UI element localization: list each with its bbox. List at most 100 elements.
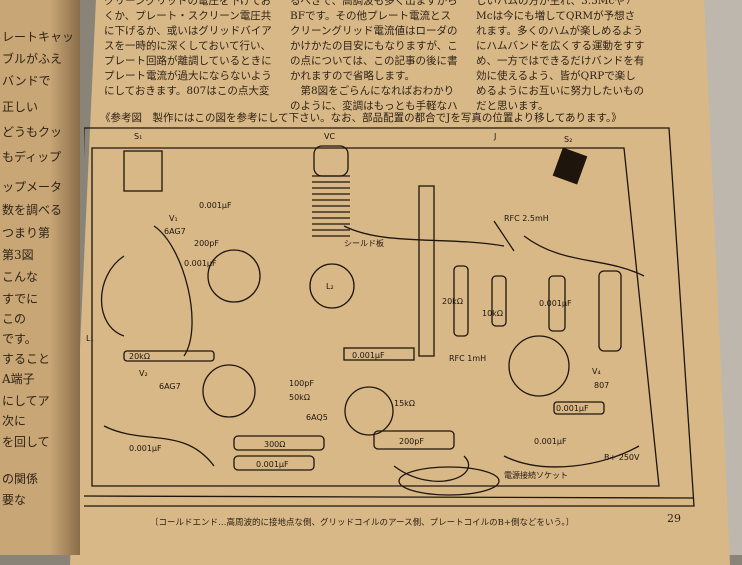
left-page [0,0,80,555]
resistor-20k [123,350,215,362]
capacitor [598,270,622,352]
left-text: 正しい [2,100,39,114]
left-text: つまり第 [2,226,51,240]
label-v4: V₄ [592,367,601,376]
label-rfc2: RFC 1mH [449,354,486,363]
text-line: れます。多くのハムが楽しめるよう [476,25,643,37]
text-column-3: しいハムの方が生れ、3.5Mcや7 Mcは今にも増してQRMが予想さ れます。多… [476,0,645,114]
label-c10: 0.001μF [556,404,589,413]
left-text: 次に [2,414,27,428]
label-c8: 0.001μF [352,351,385,360]
tube-v2 [202,364,256,418]
capacitor [548,275,566,332]
left-text: です。 [2,332,37,346]
label-s1: S₁ [134,132,142,141]
text-line: め、一方ではできるだけバンドを有 [476,55,645,67]
text-line: にハムバンドを広くする運動をすす [476,40,645,52]
coil-l2 [309,263,355,309]
label-v2-type: 6AG7 [159,382,181,391]
left-text: 数を調べる [2,203,63,217]
label-rfc1: RFC 2.5mH [504,214,549,223]
text-line: BFです。その他プレート電流とス [290,10,451,22]
text-line: るべきで、高調波も多く出ますから [290,0,458,7]
text-line: のように、変調はもっとも手軽なハ [290,100,458,112]
text-line: の点については、この記事の後に書 [290,55,458,67]
tube-v1 [207,249,261,303]
text-line: 効に使えるよう、皆がQRPで楽し [476,70,636,82]
shield-plate [418,185,435,357]
wiring [101,220,645,357]
text-line: しいハムの方が生れ、3.5Mcや7 [476,0,632,7]
left-text: すでに [2,292,39,306]
label-r1: 20kΩ [129,352,150,361]
figure-caption: 《参考図 製作にはこの図を参考にして下さい。なお、部品配置の都合でJを写真の位置… [100,112,622,124]
capacitor [491,275,507,327]
footnote: 〔コールドエンド…高周波的に接地点な側、グリッドコイルのアース側、プレートコイル… [150,518,575,528]
text-column-1: クリーングリッドの電圧を下げてお くか、プレート・スクリーン電圧共 に下げるか、… [104,0,272,99]
label-v1: V₁ [169,214,178,223]
text-line: くか、プレート・スクリーン電圧共 [104,10,272,22]
variable-capacitor [313,145,349,177]
text-line: クリーングリッド電流値はローダの [290,25,458,37]
text-line: にしておきます。807はこの点大変 [104,85,270,97]
label-c7: 200pF [399,437,424,446]
label-vc: VC [324,132,335,141]
text-column-2: るべきで、高調波も多く出ますから BFです。その他プレート電流とス クリーングリ… [290,0,458,114]
label-c2: 200pF [194,239,219,248]
label-c11: 0.001μF [534,437,567,446]
text-line: に下げるか、或いはグリッドバイア [104,25,272,37]
chassis-outline [84,127,695,507]
label-c4: 0.001μF [129,444,162,453]
text-line: だと思います。 [476,100,549,112]
left-text: この [2,312,27,326]
left-text: を回して [2,435,50,449]
text-line: めるようにお互いに努力したいもの [476,85,644,97]
label-c6: 0.001μF [256,460,289,469]
text-line: プレート電流が過大にならないよう [104,70,272,82]
left-text: バンドで [2,74,51,88]
label-v2: V₂ [139,369,148,378]
tube-v3 [344,386,394,436]
text-line: かれますので省略します。 [290,70,415,82]
capacitor [553,401,605,415]
left-text: もディップ [2,150,62,164]
label-r2: 50kΩ [289,393,310,402]
label-v4-type: 807 [594,381,609,390]
left-text: ブルがふえ [2,52,63,66]
power-socket [398,466,500,496]
left-text: 要な [2,493,27,507]
left-text: こんな [2,270,39,284]
label-s2: S₂ [564,135,572,144]
text-line: かけかたの目安にもなりますが、こ [290,40,458,52]
chassis-wiring-diagram: S₁ VC J S₂ V₁ 6AG7 0.001μF 200pF 0.001μF… [84,127,695,507]
text-line: Mcは今にも増してQRMが予想さ [476,10,636,22]
label-c5: 100pF [289,379,314,388]
label-v3-type: 6AQ5 [306,413,328,422]
text-line: 第8図をごらんになればおわかり [290,85,455,97]
switch-s2 [552,147,588,185]
label-j: J [493,132,496,141]
capacitor-0001 [343,347,415,361]
text-line: クリーングリッドの電圧を下げてお [104,0,272,7]
label-power-socket: 電源接続ソケット [504,470,568,480]
label-bplus: B+ 250V [604,453,640,462]
left-text: A端子 [2,372,35,386]
left-text: の関係 [2,472,39,486]
switch-s1 [123,150,163,192]
label-c9: 0.001μF [539,299,572,308]
left-text: 第3図 [2,248,34,262]
label-v1-type: 6AG7 [164,227,186,236]
left-text: すること [2,352,51,366]
coil-l2-windings [312,175,350,237]
label-r3: 15kΩ [394,399,415,408]
label-r6: 10kΩ [482,309,503,318]
resistor-300 [233,435,325,451]
left-text: にしてア [2,394,50,408]
wiring [103,425,640,482]
page-gutter-shadow [50,0,80,555]
label-l2: L₂ [326,282,334,291]
label-l1: L₁ [86,334,94,343]
chassis-inner [91,147,660,487]
left-text: レートキャッ [2,30,75,44]
capacitor-0001 [233,455,315,471]
